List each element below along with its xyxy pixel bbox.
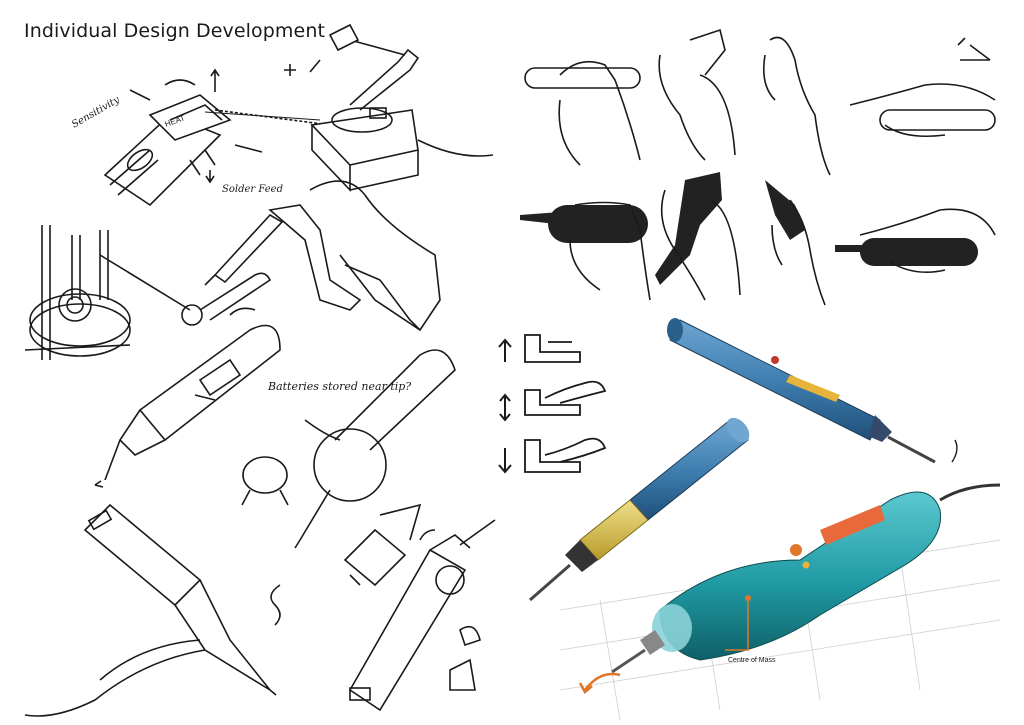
- render-teal-pen: Centre of Mass: [559, 483, 1001, 721]
- grip-studies-row1: [524, 28, 996, 176]
- centre-of-mass-label: Centre of Mass: [728, 657, 776, 664]
- sketch-batteries-note: Batteries stored near tip?: [267, 380, 411, 393]
- batteries-note-text: Batteries stored near tip?: [267, 380, 411, 393]
- sketch-corded-iron: [24, 503, 281, 717]
- arrow-updown-icon: [499, 393, 511, 422]
- grip-studies-row2: [520, 172, 996, 306]
- sketch-long-sleeve: [348, 519, 496, 712]
- render-blue-pen: [667, 318, 958, 464]
- arrow-down-icon: [498, 448, 512, 474]
- sketch-sensor-module: [103, 68, 331, 207]
- sensitivity-label: Sensitivity: [70, 94, 122, 130]
- sketch-pen-tool: [94, 307, 281, 488]
- finger-position-icons: [498, 334, 607, 474]
- sketch-ball-grip: [241, 349, 456, 549]
- svg-text:Batteries stored near tip?: Batteries stored near tip?: [267, 380, 411, 393]
- page-title: Individual Design Development: [24, 20, 326, 42]
- sketch-nozzle-parts: [343, 503, 481, 691]
- sketch-clamp-stand: [24, 225, 272, 360]
- solder-feed-label: Solder Feed: [222, 184, 283, 195]
- sketch-robot-arm: [284, 23, 494, 193]
- sketch-crank-hand: [204, 180, 441, 332]
- arrow-up-icon: [498, 338, 512, 362]
- render-blue-yellow-pen: [529, 417, 750, 602]
